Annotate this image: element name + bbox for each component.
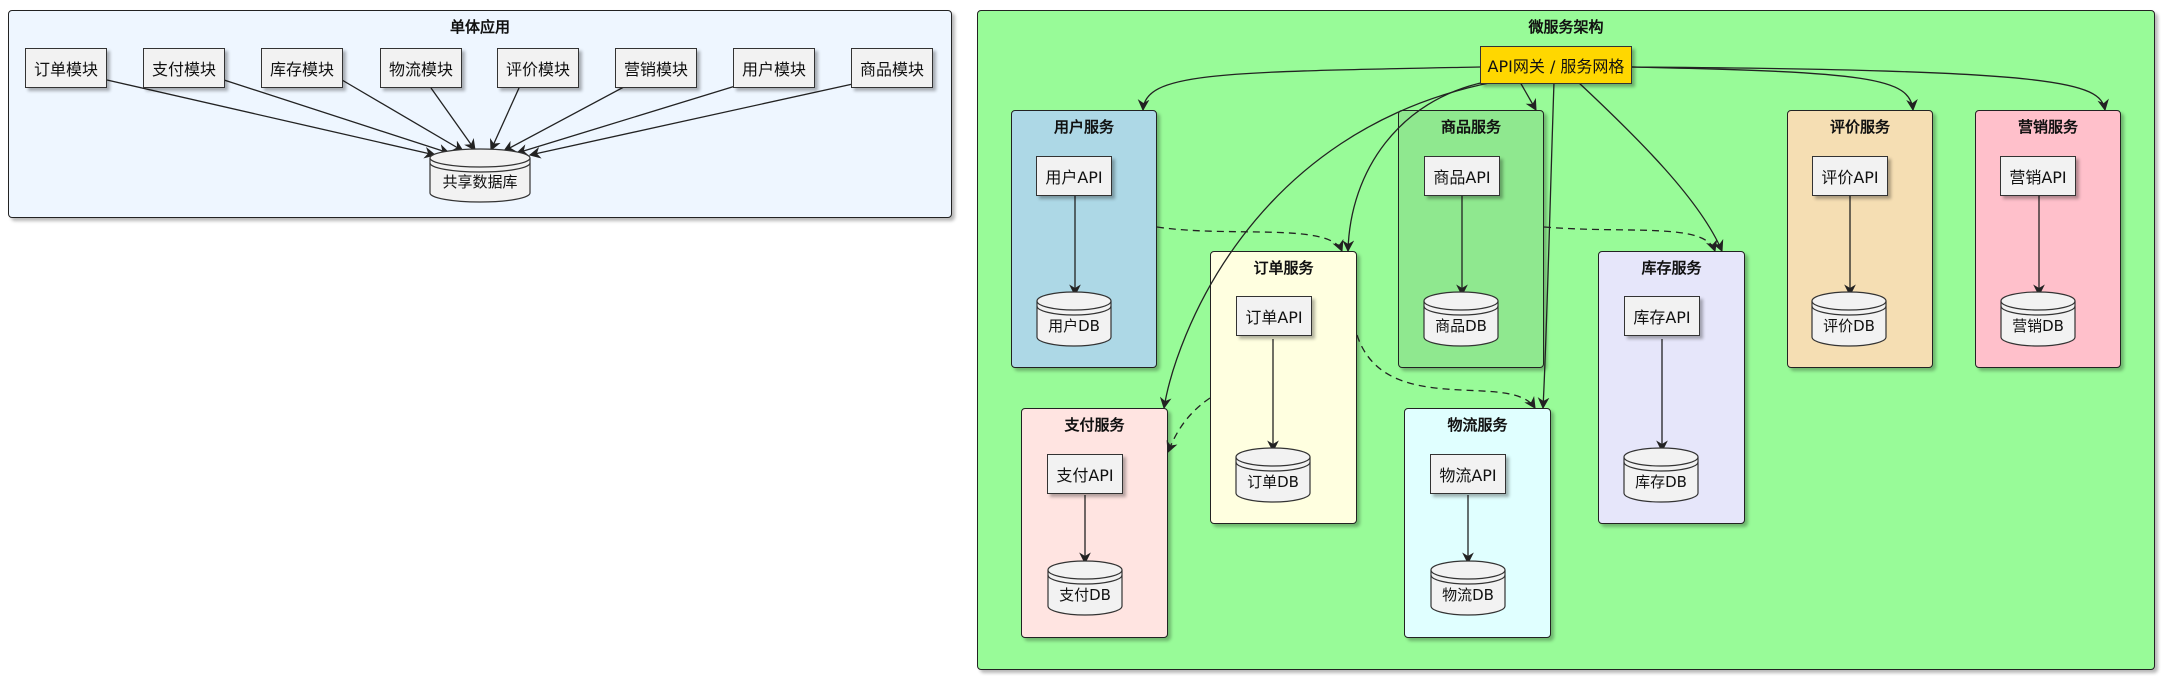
service-title-inventory: 库存服务 xyxy=(1641,259,1702,277)
module-logistics[interactable]: 物流模块 xyxy=(380,48,462,88)
db-inventory-label: 库存DB xyxy=(1635,473,1687,491)
api-product[interactable]: 商品API xyxy=(1424,156,1500,196)
api-payment[interactable]: 支付API xyxy=(1047,454,1123,494)
module-order[interactable]: 订单模块 xyxy=(25,48,107,88)
database-icon xyxy=(1036,291,1112,347)
db-inventory[interactable]: 库存DB xyxy=(1623,447,1699,504)
service-title-payment: 支付服务 xyxy=(1064,416,1125,434)
database-icon xyxy=(429,148,531,203)
database-icon xyxy=(1047,560,1123,616)
api-gateway[interactable]: API网关 / 服务网格 xyxy=(1480,46,1632,84)
db-product[interactable]: 商品DB xyxy=(1423,291,1499,348)
database-icon xyxy=(1811,291,1887,347)
module-product[interactable]: 商品模块 xyxy=(851,48,933,88)
module-marketing[interactable]: 营销模块 xyxy=(615,48,697,88)
shared-database-label: 共享数据库 xyxy=(442,173,518,191)
db-marketing-label: 营销DB xyxy=(2012,317,2064,335)
module-review[interactable]: 评价模块 xyxy=(497,48,579,88)
service-title-user: 用户服务 xyxy=(1053,118,1114,136)
api-marketing[interactable]: 营销API xyxy=(2000,156,2076,196)
api-inventory[interactable]: 库存API xyxy=(1624,296,1700,336)
service-title-product: 商品服务 xyxy=(1440,118,1501,136)
monolith-title: 单体应用 xyxy=(449,18,510,36)
service-title-order: 订单服务 xyxy=(1253,259,1314,277)
db-logistics[interactable]: 物流DB xyxy=(1430,560,1506,617)
db-payment-label: 支付DB xyxy=(1059,586,1111,604)
module-user[interactable]: 用户模块 xyxy=(733,48,815,88)
db-payment[interactable]: 支付DB xyxy=(1047,560,1123,617)
db-order-label: 订单DB xyxy=(1247,473,1299,491)
module-inventory[interactable]: 库存模块 xyxy=(261,48,343,88)
database-icon xyxy=(1623,447,1699,503)
service-title-review: 评价服务 xyxy=(1829,118,1890,136)
api-user[interactable]: 用户API xyxy=(1036,156,1112,196)
database-icon xyxy=(1235,447,1311,503)
db-marketing[interactable]: 营销DB xyxy=(2000,291,2076,348)
module-payment[interactable]: 支付模块 xyxy=(143,48,225,88)
service-title-marketing: 营销服务 xyxy=(2017,118,2078,136)
db-review-label: 评价DB xyxy=(1823,317,1875,335)
db-logistics-label: 物流DB xyxy=(1442,586,1494,604)
api-logistics[interactable]: 物流API xyxy=(1430,454,1506,494)
microservices-title: 微服务架构 xyxy=(1528,18,1604,36)
service-title-logistics: 物流服务 xyxy=(1447,416,1508,434)
db-review[interactable]: 评价DB xyxy=(1811,291,1887,348)
db-order[interactable]: 订单DB xyxy=(1235,447,1311,504)
db-user[interactable]: 用户DB xyxy=(1036,291,1112,348)
db-product-label: 商品DB xyxy=(1435,317,1487,335)
api-order[interactable]: 订单API xyxy=(1236,296,1312,336)
api-review[interactable]: 评价API xyxy=(1812,156,1888,196)
shared-database[interactable]: 共享数据库 xyxy=(429,148,531,204)
database-icon xyxy=(1430,560,1506,616)
db-user-label: 用户DB xyxy=(1048,317,1100,335)
